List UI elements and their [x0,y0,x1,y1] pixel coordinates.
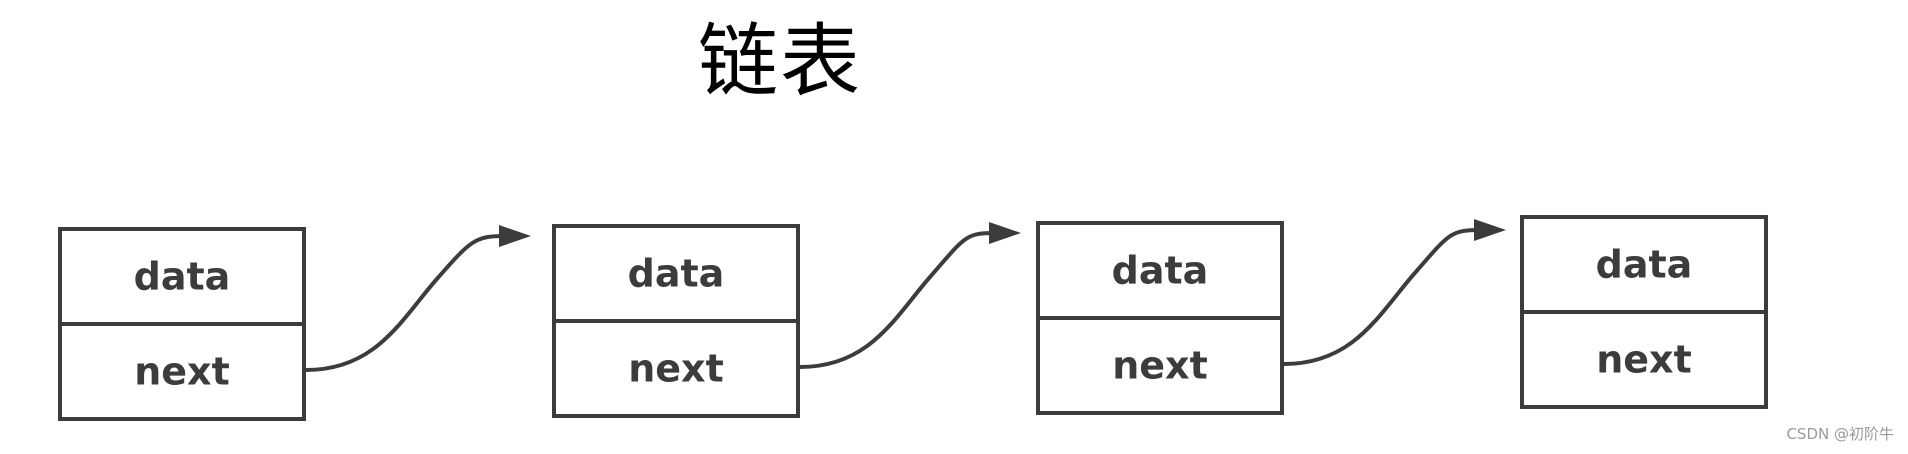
diagram-title: 链表 [698,15,862,108]
node-data-field: data [1112,249,1209,293]
next-pointer-arrow-3 [1283,219,1506,366]
node-data-field: data [134,255,231,299]
arrowhead-icon [989,222,1021,244]
pointer-curve [799,231,996,369]
arrowhead-icon [1474,219,1506,241]
pointer-curve [305,234,506,372]
next-pointer-arrow-2 [799,222,1021,369]
list-node-3: data next [1036,221,1284,415]
node-data-field: data [1596,243,1693,287]
node-next-field: next [134,350,230,394]
node-next-field: next [628,347,724,391]
next-pointer-arrow-1 [305,225,531,372]
node-data-field: data [628,252,725,296]
node-next-field: next [1596,338,1692,382]
pointer-curve [1283,228,1481,366]
node-next-field: next [1112,344,1208,388]
arrowhead-icon [499,225,531,247]
list-node-1: data next [58,227,306,421]
watermark-text: CSDN @初阶牛 [1786,425,1894,443]
list-node-2: data next [552,224,800,418]
list-node-4: data next [1520,215,1768,409]
